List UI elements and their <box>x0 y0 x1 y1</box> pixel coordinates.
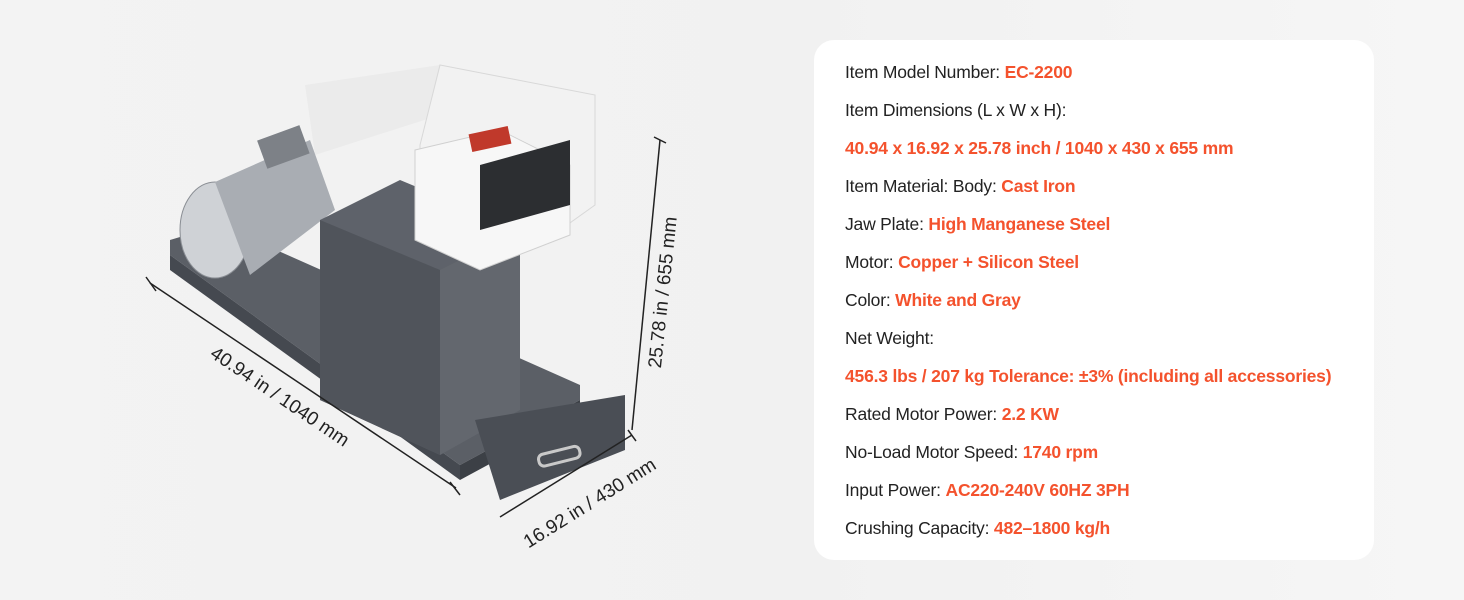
spec-label: Motor: <box>845 252 899 272</box>
spec-row: Item Material: Body: Cast Iron <box>845 174 1331 212</box>
drawer-handle <box>537 444 582 468</box>
height-dimension-line <box>631 139 661 431</box>
spec-value: 456.3 lbs / 207 kg Tolerance: ±3% (inclu… <box>845 366 1332 386</box>
jaw-crusher-product-image: 40.94 in / 1040 mm 16.92 in / 430 mm 25.… <box>140 55 700 555</box>
spec-row: Crushing Capacity: 482–1800 kg/h <box>845 516 1331 554</box>
spec-row: Net Weight: <box>845 326 1331 364</box>
spec-value: High Manganese Steel <box>928 214 1111 234</box>
width-dimension-line <box>499 434 633 518</box>
spec-label: Item Model Number: <box>845 62 1005 82</box>
spec-label: Item Dimensions (L x W x H): <box>845 100 1067 120</box>
spec-value: Cast Iron <box>1001 176 1076 196</box>
spec-value: 2.2 KW <box>1001 404 1059 424</box>
spec-value: Copper + Silicon Steel <box>898 252 1079 272</box>
spec-row: Color: White and Gray <box>845 288 1331 326</box>
spec-row: 456.3 lbs / 207 kg Tolerance: ±3% (inclu… <box>845 364 1332 402</box>
jaw-crusher-illustration <box>145 64 667 518</box>
spec-label: Rated Motor Power: <box>845 404 1002 424</box>
spec-label: Item Material: Body: <box>845 176 1002 196</box>
spec-label: Crushing Capacity: <box>845 518 994 538</box>
spec-value: 482–1800 kg/h <box>993 518 1111 538</box>
length-dimension-line <box>149 282 457 489</box>
spec-label: Input Power: <box>845 480 946 500</box>
spec-value: 40.94 x 16.92 x 25.78 inch / 1040 x 430 … <box>845 138 1234 158</box>
spec-value: 1740 rpm <box>1022 442 1098 462</box>
spec-value: AC220-240V 60HZ 3PH <box>945 480 1130 500</box>
spec-row: Item Dimensions (L x W x H): <box>845 98 1331 136</box>
spec-row: 40.94 x 16.92 x 25.78 inch / 1040 x 430 … <box>845 136 1331 174</box>
spec-value: White and Gray <box>895 290 1021 310</box>
spec-label: Jaw Plate: <box>845 214 929 234</box>
spec-row: Rated Motor Power: 2.2 KW <box>845 402 1331 440</box>
spec-value: EC-2200 <box>1004 62 1073 82</box>
spec-label: Color: <box>845 290 896 310</box>
spec-row: Item Model Number: EC-2200 <box>845 60 1331 98</box>
spec-label: Net Weight: <box>845 328 934 348</box>
spec-row: No-Load Motor Speed: 1740 rpm <box>845 440 1331 478</box>
spec-row: Jaw Plate: High Manganese Steel <box>845 212 1331 250</box>
spec-label: No-Load Motor Speed: <box>845 442 1023 462</box>
spec-row: Motor: Copper + Silicon Steel <box>845 250 1331 288</box>
spec-row: Input Power: AC220-240V 60HZ 3PH <box>845 478 1331 516</box>
